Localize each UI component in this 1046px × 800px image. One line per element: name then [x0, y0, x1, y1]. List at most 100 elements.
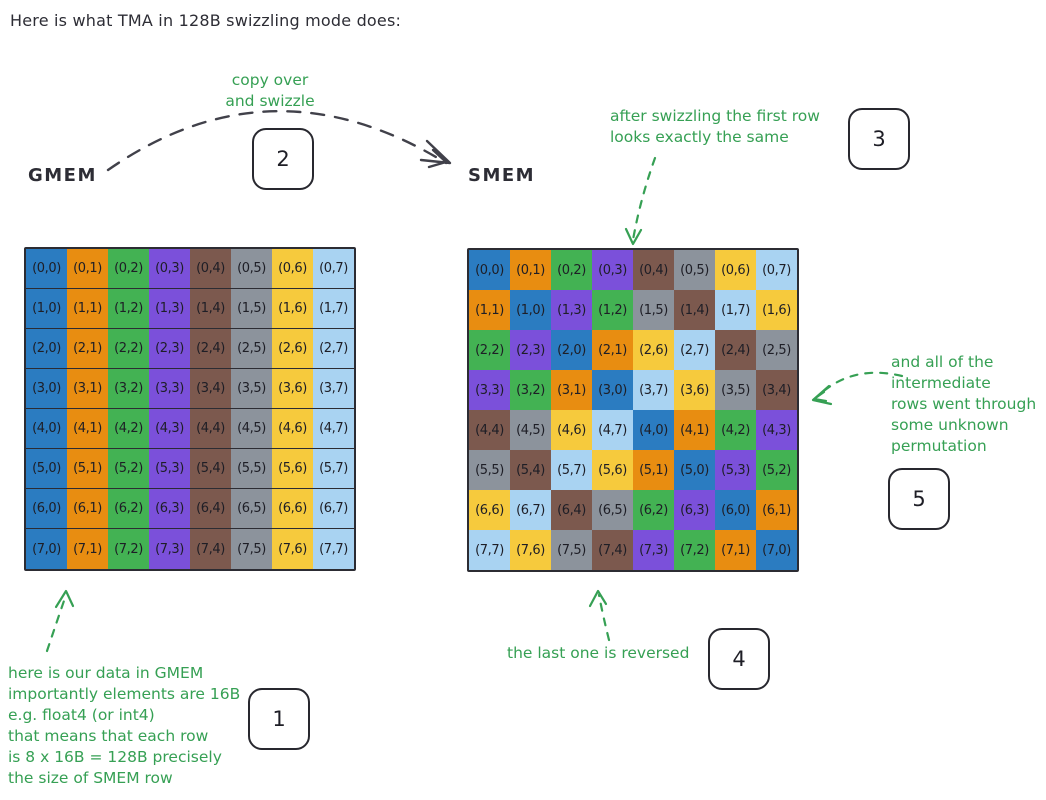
- gmem-cell: (0,2): [108, 249, 149, 289]
- smem-cell: (2,7): [674, 330, 715, 370]
- gmem-cell: (6,4): [190, 489, 231, 529]
- gmem-cell: (5,6): [272, 449, 313, 489]
- gmem-cell: (2,3): [149, 329, 190, 369]
- intermediate-rows-note: and all of the intermediate rows went th…: [891, 353, 1037, 455]
- gmem-cell: (4,7): [313, 409, 354, 449]
- smem-cell: (2,1): [592, 330, 633, 370]
- smem-cell: (7,5): [551, 530, 592, 570]
- gmem-cell: (3,3): [149, 369, 190, 409]
- smem-cell: (1,2): [592, 290, 633, 330]
- gmem-cell: (4,4): [190, 409, 231, 449]
- smem-grid: (0,0)(0,1)(0,2)(0,3)(0,4)(0,5)(0,6)(0,7)…: [467, 248, 799, 572]
- gmem-cell: (6,0): [26, 489, 67, 529]
- reversed-arrow: [597, 593, 611, 642]
- gmem-cell: (6,2): [108, 489, 149, 529]
- smem-cell: (6,0): [715, 490, 756, 530]
- gmem-cell: (7,5): [231, 529, 272, 569]
- gmem-cell: (1,5): [231, 289, 272, 329]
- smem-cell: (4,6): [551, 410, 592, 450]
- smem-cell: (4,5): [510, 410, 551, 450]
- gmem-cell: (4,3): [149, 409, 190, 449]
- smem-cell: (3,4): [756, 370, 797, 410]
- smem-cell: (0,1): [510, 250, 551, 290]
- smem-cell: (0,3): [592, 250, 633, 290]
- gmem-cell: (0,5): [231, 249, 272, 289]
- smem-cell: (6,7): [510, 490, 551, 530]
- smem-cell: (5,7): [551, 450, 592, 490]
- gmem-cell: (4,2): [108, 409, 149, 449]
- intermediate-arrowhead-icon: [811, 384, 833, 406]
- smem-cell: (1,0): [510, 290, 551, 330]
- gmem-cell: (0,1): [67, 249, 108, 289]
- smem-cell: (2,5): [756, 330, 797, 370]
- smem-cell: (5,4): [510, 450, 551, 490]
- smem-cell: (6,6): [469, 490, 510, 530]
- smem-cell: (0,6): [715, 250, 756, 290]
- smem-cell: (1,1): [469, 290, 510, 330]
- gmem-cell: (0,0): [26, 249, 67, 289]
- gmem-cell: (3,7): [313, 369, 354, 409]
- gmem-cell: (2,6): [272, 329, 313, 369]
- gmem-cell: (5,0): [26, 449, 67, 489]
- gmem-cell: (7,6): [272, 529, 313, 569]
- gmem-cell: (5,5): [231, 449, 272, 489]
- gmem-cell: (1,1): [67, 289, 108, 329]
- smem-cell: (3,5): [715, 370, 756, 410]
- gmem-cell: (5,4): [190, 449, 231, 489]
- smem-label: SMEM: [468, 165, 536, 186]
- gmem-cell: (0,6): [272, 249, 313, 289]
- smem-cell: (3,6): [674, 370, 715, 410]
- smem-cell: (6,3): [674, 490, 715, 530]
- smem-cell: (3,2): [510, 370, 551, 410]
- gmem-cell: (3,2): [108, 369, 149, 409]
- gmem-cell: (2,2): [108, 329, 149, 369]
- smem-cell: (0,0): [469, 250, 510, 290]
- smem-cell: (6,4): [551, 490, 592, 530]
- first-row-arrowhead-icon: [624, 227, 643, 246]
- smem-cell: (5,2): [756, 450, 797, 490]
- smem-cell: (4,3): [756, 410, 797, 450]
- smem-cell: (3,1): [551, 370, 592, 410]
- smem-cell: (2,6): [633, 330, 674, 370]
- smem-cell: (2,2): [469, 330, 510, 370]
- gmem-note-arrow: [45, 593, 68, 653]
- gmem-cell: (4,6): [272, 409, 313, 449]
- gmem-cell: (1,3): [149, 289, 190, 329]
- gmem-label: GMEM: [28, 165, 97, 186]
- smem-cell: (4,0): [633, 410, 674, 450]
- smem-cell: (6,2): [633, 490, 674, 530]
- gmem-grid: (0,0)(0,1)(0,2)(0,3)(0,4)(0,5)(0,6)(0,7)…: [24, 247, 356, 571]
- gmem-cell: (0,4): [190, 249, 231, 289]
- smem-cell: (1,6): [756, 290, 797, 330]
- gmem-cell: (1,4): [190, 289, 231, 329]
- gmem-cell: (2,0): [26, 329, 67, 369]
- smem-cell: (1,5): [633, 290, 674, 330]
- smem-cell: (7,1): [715, 530, 756, 570]
- page-title: Here is what TMA in 128B swizzling mode …: [10, 11, 402, 30]
- gmem-cell: (5,7): [313, 449, 354, 489]
- gmem-cell: (6,7): [313, 489, 354, 529]
- gmem-cell: (1,0): [26, 289, 67, 329]
- gmem-cell: (5,2): [108, 449, 149, 489]
- gmem-cell: (3,1): [67, 369, 108, 409]
- gmem-cell: (1,7): [313, 289, 354, 329]
- smem-cell: (1,3): [551, 290, 592, 330]
- smem-cell: (7,4): [592, 530, 633, 570]
- smem-cell: (5,0): [674, 450, 715, 490]
- smem-cell: (4,1): [674, 410, 715, 450]
- gmem-cell: (7,7): [313, 529, 354, 569]
- smem-cell: (7,0): [756, 530, 797, 570]
- gmem-cell: (5,1): [67, 449, 108, 489]
- smem-cell: (7,7): [469, 530, 510, 570]
- last-row-reversed-note: the last one is reversed: [507, 644, 690, 662]
- gmem-cell: (4,1): [67, 409, 108, 449]
- gmem-cell: (6,6): [272, 489, 313, 529]
- smem-cell: (3,7): [633, 370, 674, 410]
- smem-cell: (4,4): [469, 410, 510, 450]
- gmem-cell: (3,0): [26, 369, 67, 409]
- gmem-cell: (2,1): [67, 329, 108, 369]
- first-row-arrow: [631, 156, 657, 242]
- gmem-cell: (7,0): [26, 529, 67, 569]
- smem-cell: (5,5): [469, 450, 510, 490]
